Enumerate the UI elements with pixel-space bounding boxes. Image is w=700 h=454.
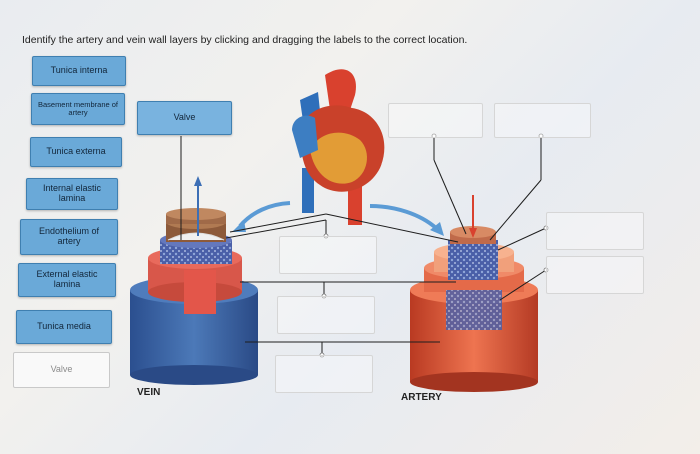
drop-target-middle-1[interactable]	[279, 236, 377, 274]
caption-vein: VEIN	[137, 387, 161, 398]
vein-cross-section	[130, 176, 258, 385]
label-valve-empty-slot: Valve	[13, 352, 110, 388]
valve-cusps	[167, 232, 225, 241]
label-tunica-externa[interactable]: Tunica externa	[30, 137, 122, 167]
label-basement-membrane[interactable]: Basement membrane of artery	[31, 93, 125, 125]
drop-target-middle-3[interactable]	[275, 355, 373, 393]
drop-target-middle-2[interactable]	[277, 296, 375, 334]
caption-artery: ARTERY	[401, 392, 442, 403]
heart-illustration	[292, 69, 385, 225]
label-internal-elastic-lamina[interactable]: Internal elastic lamina	[26, 178, 118, 210]
placed-label-valve[interactable]: Valve	[137, 101, 232, 135]
label-tunica-interna[interactable]: Tunica interna	[32, 56, 126, 86]
label-tunica-media[interactable]: Tunica media	[16, 310, 112, 344]
label-external-elastic-lamina[interactable]: External elastic lamina	[18, 263, 116, 297]
vena-cava-stem	[302, 168, 314, 213]
drop-target-artery-right-2[interactable]	[546, 256, 644, 294]
leader-lines	[180, 136, 547, 355]
drop-target-artery-top-left[interactable]	[388, 103, 483, 138]
drop-target-artery-top-right[interactable]	[494, 103, 591, 138]
artery-cross-section	[410, 195, 538, 392]
instruction-text: Identify the artery and vein wall layers…	[22, 34, 468, 46]
label-endothelium-of-artery[interactable]: Endothelium of artery	[20, 219, 118, 255]
drop-target-artery-right-1[interactable]	[546, 212, 644, 250]
arrow-to-artery	[369, 204, 438, 230]
